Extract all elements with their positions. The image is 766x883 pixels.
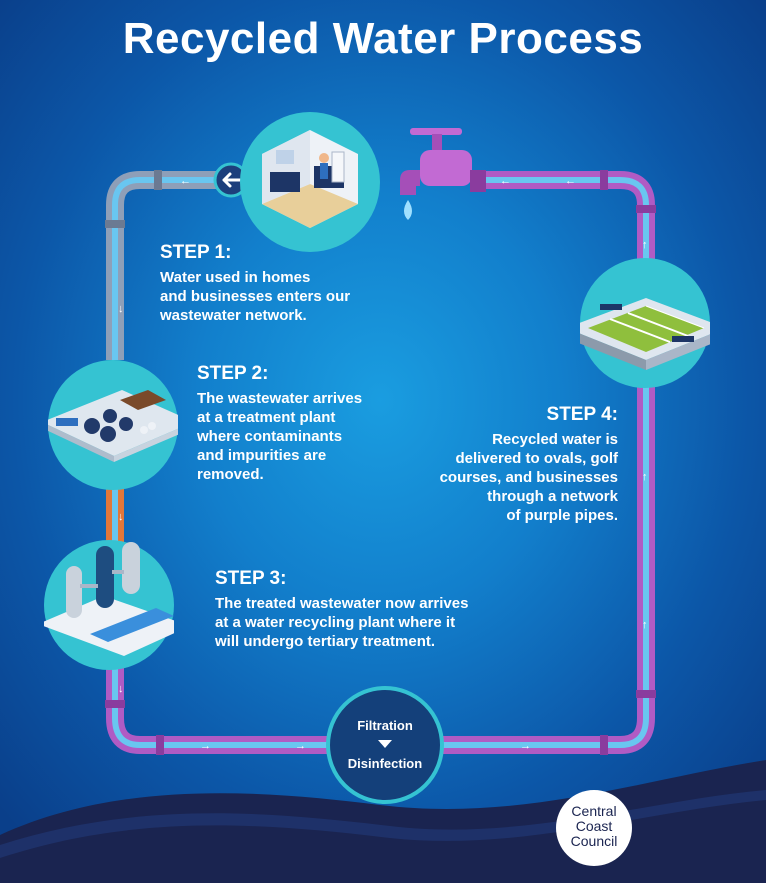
logo-line-3: Council bbox=[570, 833, 618, 849]
treatment-plant-icon bbox=[42, 390, 194, 462]
svg-text:→: → bbox=[200, 740, 211, 752]
step-1: STEP 1: Water used in homes and business… bbox=[160, 242, 350, 325]
svg-text:↓: ↓ bbox=[118, 303, 124, 315]
step-3-body: The treated wastewater now arrives at a … bbox=[215, 595, 469, 650]
logo-line-1: Central bbox=[571, 803, 617, 819]
disinfection-label: Disinfection bbox=[347, 756, 423, 771]
svg-text:←: ← bbox=[565, 175, 576, 187]
step-1-body: Water used in homes and businesses enter… bbox=[160, 269, 351, 324]
step-2: STEP 2: The wastewater arrives at a trea… bbox=[197, 363, 362, 484]
step-3: STEP 3: The treated wastewater now arriv… bbox=[215, 568, 468, 651]
svg-text:↑: ↑ bbox=[642, 239, 648, 251]
step3-circle bbox=[38, 540, 190, 670]
logo-line-2: Coast bbox=[575, 818, 613, 834]
recycling-plant-icon bbox=[38, 542, 190, 656]
grey-pipe: ← ↓ bbox=[105, 170, 232, 360]
step-4: STEP 4: Recycled water is delivered to o… bbox=[440, 404, 618, 525]
water-tap-icon bbox=[400, 128, 486, 220]
page-title: Recycled Water Process bbox=[122, 14, 644, 63]
step2-circle bbox=[42, 360, 194, 490]
step-4-heading: STEP 4: bbox=[546, 404, 618, 425]
svg-text:←: ← bbox=[500, 175, 511, 187]
filtration-label: Filtration bbox=[357, 718, 413, 733]
council-logo: Central Coast Council bbox=[556, 790, 632, 866]
svg-text:↑: ↑ bbox=[642, 619, 648, 631]
step-1-heading: STEP 1: bbox=[160, 242, 232, 263]
step-4-body: Recycled water is delivered to ovals, go… bbox=[439, 431, 618, 524]
purple-pipe: ↓ → → → ↑ ↑ ↑ ← ← bbox=[105, 170, 656, 755]
step1-circle bbox=[240, 112, 380, 252]
down-arrow-icon bbox=[378, 740, 392, 748]
bottom-wave-light bbox=[0, 790, 766, 858]
filtration-disinfection-hub: Filtration Disinfection bbox=[326, 686, 444, 804]
step4-circle bbox=[566, 258, 726, 388]
svg-text:←: ← bbox=[180, 175, 191, 187]
svg-text:↑: ↑ bbox=[642, 471, 648, 483]
house-kitchen-icon bbox=[262, 130, 358, 228]
svg-text:↓: ↓ bbox=[118, 511, 124, 523]
sports-oval-icon bbox=[566, 298, 726, 370]
step-3-heading: STEP 3: bbox=[215, 568, 287, 589]
svg-text:→: → bbox=[520, 740, 531, 752]
step-2-body: The wastewater arrives at a treatment pl… bbox=[197, 390, 363, 483]
svg-text:↓: ↓ bbox=[118, 683, 124, 695]
step-2-heading: STEP 2: bbox=[197, 363, 269, 384]
svg-text:→: → bbox=[295, 740, 306, 752]
